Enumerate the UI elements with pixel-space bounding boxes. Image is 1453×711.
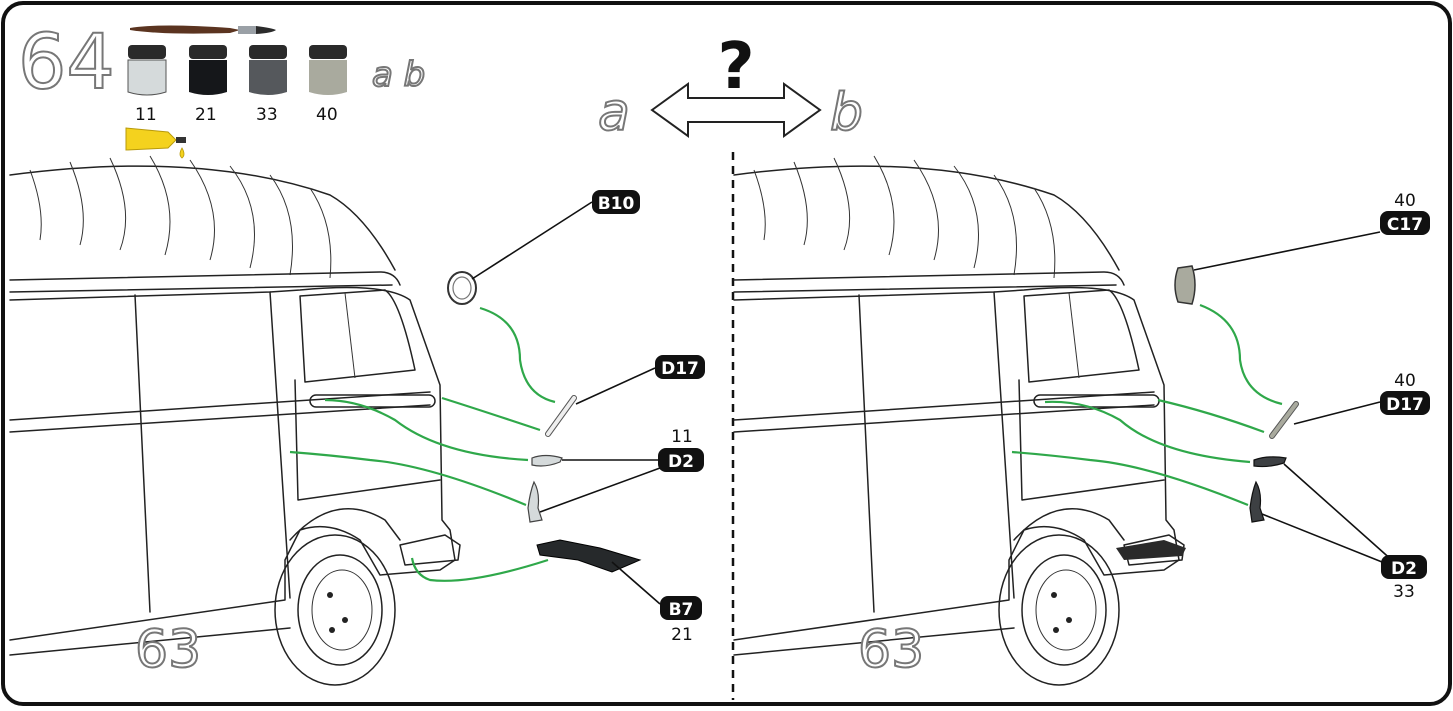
paint-jar-11-icon <box>128 45 166 95</box>
paint-ref-c17: 40 <box>1394 191 1416 211</box>
svg-text:D2: D2 <box>668 452 694 472</box>
svg-text:D2: D2 <box>1391 559 1417 579</box>
previous-step-ref-a: 63 <box>135 620 201 680</box>
svg-text:C17: C17 <box>1387 215 1423 235</box>
part-tag-d17-b: D17 <box>1380 391 1430 415</box>
arrow-c17-to-d17 <box>1200 305 1282 404</box>
svg-text:B7: B7 <box>669 600 694 620</box>
paintbrush-icon <box>130 26 276 35</box>
arrow-b10-to-d17 <box>480 308 555 402</box>
part-c17-plate <box>1175 266 1195 304</box>
van-rear-illustration-b <box>734 156 1184 685</box>
paint-ref-d2-b: 33 <box>1393 582 1415 602</box>
part-tag-d17-a: D17 <box>655 355 705 379</box>
part-tag-d2-a: D2 <box>658 448 704 472</box>
arrow-d2-to-handle-b <box>1045 402 1250 462</box>
paint-jar-40-icon <box>309 45 347 95</box>
step-number: 64 <box>18 17 115 106</box>
previous-step-ref-b: 63 <box>858 620 924 680</box>
paint-jar-33-icon <box>249 45 287 95</box>
sub-steps-label: a b <box>372 55 425 95</box>
paint-jar-21-icon <box>189 45 227 95</box>
part-tag-b10: B10 <box>592 190 640 214</box>
paint-code-40: 40 <box>316 105 338 125</box>
arrow-d2-to-handle <box>325 400 528 460</box>
variant-a-label: a <box>598 83 630 143</box>
arrow-d17-to-door <box>442 398 540 430</box>
part-d2-lever-horizontal-a <box>532 456 562 467</box>
paint-ref-d2-a: 11 <box>671 427 693 447</box>
arrow-d2-to-lock <box>290 452 526 505</box>
paint-code-11: 11 <box>135 105 157 125</box>
part-d2-lever-vertical-b <box>1250 482 1264 522</box>
paint-ref-b7: 21 <box>671 625 693 645</box>
van-rear-illustration-a <box>10 156 460 685</box>
variant-b-panel: 63 40 C17 40 D17 D2 <box>734 156 1430 685</box>
arrow-b7-to-bumper <box>412 558 548 581</box>
part-d2-lever-horizontal-b <box>1254 457 1286 467</box>
part-d17-handle-b <box>1272 404 1296 436</box>
svg-text:D17: D17 <box>1386 395 1424 415</box>
paint-ref-d17-b: 40 <box>1394 371 1416 391</box>
part-tag-c17: C17 <box>1380 211 1430 235</box>
part-tag-d2-b: D2 <box>1381 555 1427 579</box>
part-d2-lever-vertical-a <box>528 482 542 522</box>
variant-a-panel: 63 B10 D17 11 <box>10 156 705 685</box>
arrow-d17-to-door-b <box>1158 400 1264 432</box>
variant-b-label: b <box>830 83 863 143</box>
part-tag-b7: B7 <box>660 596 702 620</box>
paint-code-33: 33 <box>256 105 278 125</box>
glue-tube-icon <box>126 128 186 158</box>
svg-text:B10: B10 <box>598 194 635 214</box>
part-b7-step <box>537 540 640 572</box>
svg-text:D17: D17 <box>661 359 699 379</box>
question-mark: ? <box>717 30 754 104</box>
part-d17-handle-a <box>548 398 574 434</box>
paint-code-21: 21 <box>195 105 217 125</box>
